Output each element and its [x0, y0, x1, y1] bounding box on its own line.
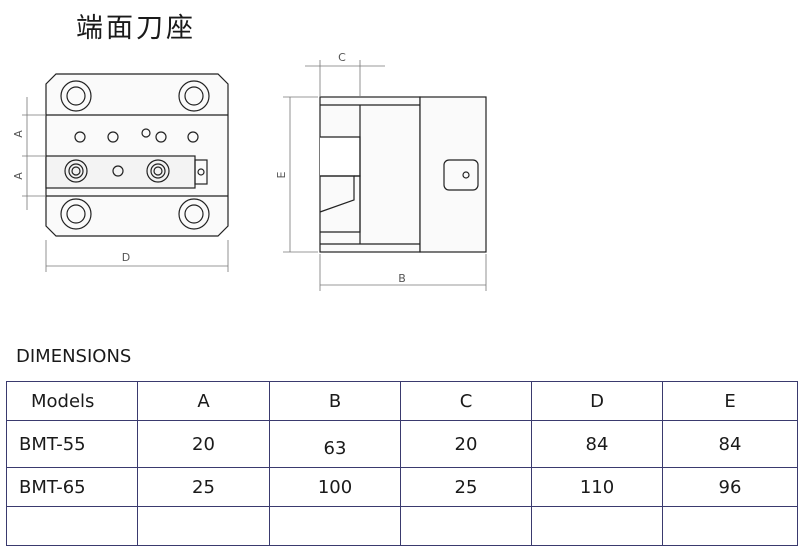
dim-label-e: E	[275, 171, 288, 178]
table-cell: 20	[400, 420, 532, 468]
column-header: E	[662, 381, 798, 421]
table-cell: 84	[662, 420, 798, 468]
column-header: Models	[6, 381, 138, 421]
table-cell	[137, 506, 270, 546]
table-cell: 100	[269, 467, 401, 507]
table-cell: 63	[269, 420, 401, 468]
dimensions-heading: DIMENSIONS	[16, 346, 132, 367]
column-header: B	[269, 381, 401, 421]
page-title: 端面刀座	[76, 13, 196, 44]
technical-drawing: A A D C E B	[12, 51, 487, 291]
table-row	[6, 506, 798, 546]
column-header: D	[531, 381, 663, 421]
front-view	[45, 73, 229, 237]
table-cell: 84	[531, 420, 663, 468]
table-cell: 25	[137, 467, 270, 507]
table-cell	[662, 506, 798, 546]
table-cell: BMT-55	[6, 420, 138, 468]
column-header: C	[400, 381, 532, 421]
dim-label-a-lower: A	[12, 172, 25, 180]
dim-label-d: D	[122, 251, 130, 264]
dim-label-b: B	[398, 272, 406, 285]
table-row: BMT-55 20 63 20 84 84	[6, 420, 798, 468]
table-cell	[531, 506, 663, 546]
dim-label-a-upper: A	[12, 130, 25, 138]
table-cell: 96	[662, 467, 798, 507]
table-cell: 20	[137, 420, 270, 468]
side-dimension-lines	[283, 60, 487, 291]
table-cell	[269, 506, 401, 546]
table-cell: BMT-65	[6, 467, 138, 507]
side-view	[319, 96, 487, 253]
table-header-row: Models A B C D E	[6, 381, 798, 421]
table-row: BMT-65 25 100 25 110 96	[6, 467, 798, 507]
table-cell: 25	[400, 467, 532, 507]
column-header: A	[137, 381, 270, 421]
table-cell	[6, 506, 138, 546]
front-dimension-lines	[22, 97, 229, 272]
table-cell	[400, 506, 532, 546]
table-cell: 110	[531, 467, 663, 507]
dim-label-c: C	[338, 51, 346, 64]
dimensions-table: Models A B C D E BMT-55 20 63 20 84 84 B…	[6, 381, 798, 546]
